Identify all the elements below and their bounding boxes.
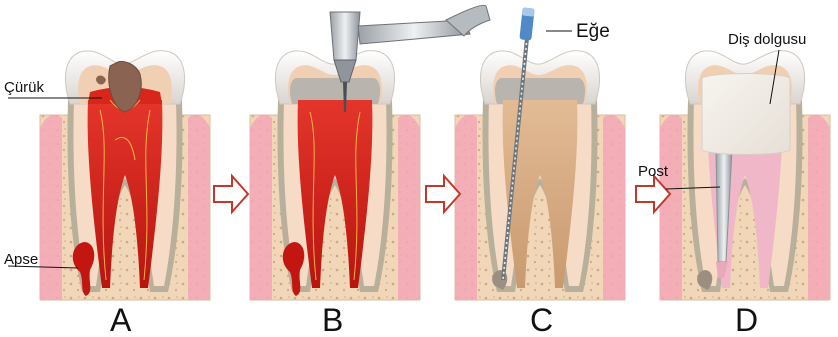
label-abscess: Apse — [4, 251, 38, 268]
label-decay: Çürük — [4, 79, 45, 96]
panel-letter-a: A — [110, 302, 132, 337]
panel-letter-b: B — [322, 302, 343, 337]
filling — [702, 74, 790, 155]
panel-letter-c: C — [530, 302, 553, 337]
label-file: Eğe — [576, 21, 610, 42]
label-post: Post — [638, 163, 669, 180]
label-filling: Diş dolgusu — [728, 31, 806, 48]
right-arrow-outline-icon — [214, 176, 248, 212]
panel-d — [660, 51, 830, 300]
panel-b — [250, 5, 490, 300]
panel-letter-d: D — [735, 302, 758, 337]
panel-c — [455, 7, 625, 300]
panel-a — [40, 51, 210, 300]
